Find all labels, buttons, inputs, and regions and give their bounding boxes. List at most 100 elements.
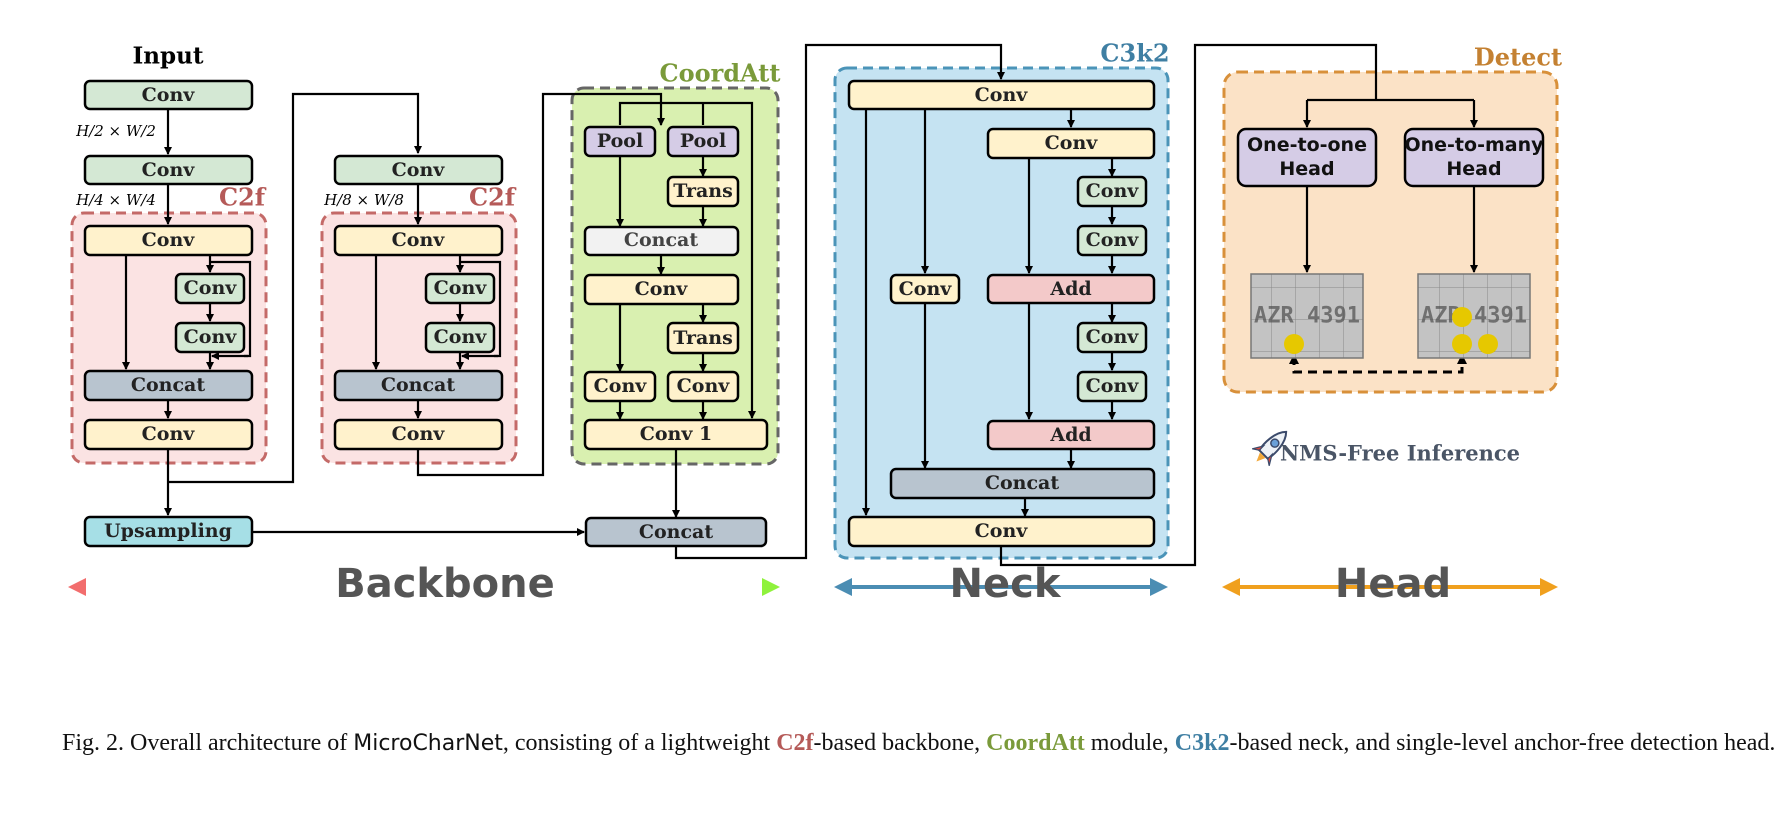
- c3k2-label: C3k2: [1100, 39, 1169, 68]
- conv-label: Conv: [975, 520, 1029, 542]
- one-to-many-head-line1: One-to-many: [1404, 134, 1544, 156]
- conv-block: [583, 273, 740, 306]
- figure-caption: Fig. 2. Overall architecture of MicroCha…: [62, 728, 1782, 759]
- one-to-many-head-line2: Head: [1446, 158, 1501, 180]
- add-label: Add: [1049, 278, 1091, 300]
- conv-label: Conv: [142, 229, 196, 251]
- caption-part1: , consisting of a lightweight: [502, 730, 777, 756]
- caption-c2f: C2f: [776, 730, 814, 756]
- conv-block: [424, 272, 496, 305]
- pool-label: Pool: [680, 130, 726, 152]
- concat-block: [584, 516, 768, 548]
- trans-label: Trans: [673, 180, 733, 202]
- plate-text: AZR 4391: [1421, 304, 1527, 329]
- resolution-h4: H/4 × W/4: [75, 191, 156, 209]
- conv-block: [666, 370, 740, 403]
- conv-block: [333, 154, 504, 186]
- conv-label: Conv: [392, 159, 446, 181]
- plate-image-one-to-many: AZR 4391: [1417, 273, 1531, 359]
- neck-label: Neck: [950, 561, 1062, 607]
- pool-block: [666, 125, 740, 158]
- concat-block: [333, 369, 504, 402]
- conv-label: Conv: [635, 278, 689, 300]
- conv-label: Conv: [142, 159, 196, 181]
- conv-label: Conv: [594, 375, 648, 397]
- conv-block: [333, 418, 504, 451]
- conv-label: Conv: [184, 326, 238, 348]
- rocket-icon: [1252, 430, 1288, 466]
- conv-label: Conv: [899, 278, 953, 300]
- trans-block: [666, 175, 740, 208]
- caption-part4: -based neck, and single-level anchor-fre…: [1229, 730, 1776, 756]
- detection-dot: [1284, 334, 1304, 354]
- upsampling-block: [83, 515, 254, 548]
- add-block: [986, 273, 1156, 305]
- conv-label: Conv: [142, 423, 196, 445]
- conv-block: [174, 321, 246, 354]
- concat-label: Concat: [985, 472, 1059, 494]
- one-to-one-head-line2: Head: [1279, 158, 1334, 180]
- conv-block: [333, 224, 504, 257]
- backbone-label: Backbone: [335, 561, 555, 607]
- add-label: Add: [1049, 424, 1091, 446]
- input-label: Input: [133, 43, 204, 70]
- concat-block: [83, 369, 254, 402]
- c2f-label-2: C2f: [469, 183, 517, 212]
- add-block: [986, 419, 1156, 451]
- trans-label: Trans: [673, 327, 733, 349]
- conv-label: Conv: [184, 277, 238, 299]
- conv-label: Conv: [142, 84, 196, 106]
- head-label: Head: [1335, 561, 1451, 607]
- concat-label: Concat: [624, 229, 698, 251]
- backbone-arrow: [68, 578, 780, 596]
- conv-label: Conv: [434, 277, 488, 299]
- conv-label: Conv: [975, 84, 1029, 106]
- detection-dot: [1452, 334, 1472, 354]
- conv-block: [847, 79, 1156, 111]
- conv-label: Conv: [1086, 180, 1140, 202]
- conv-block: [83, 418, 254, 451]
- concat-block: [583, 225, 740, 257]
- one-to-many-head: [1403, 127, 1545, 188]
- caption-c3k2: C3k2: [1174, 730, 1230, 756]
- concat-block: [889, 467, 1156, 500]
- detection-dot: [1452, 307, 1472, 327]
- conv-block: [986, 127, 1156, 160]
- resolution-h8: H/8 × W/8: [323, 191, 404, 209]
- plate-text: AZR 4391: [1254, 304, 1360, 329]
- conv-block: [1076, 370, 1148, 403]
- conv-block: [1076, 224, 1148, 257]
- conv-block: [889, 273, 961, 305]
- conv-block: [847, 515, 1156, 548]
- conv-label: Conv: [1086, 326, 1140, 348]
- nms-free-label: NMS-Free Inference: [1280, 441, 1520, 466]
- pool-label: Pool: [597, 130, 643, 152]
- caption-part3: module,: [1084, 730, 1175, 756]
- concat-label: Concat: [381, 374, 455, 396]
- conv-block: [424, 321, 496, 354]
- upsampling-label: Upsampling: [104, 520, 232, 542]
- conv-label: Conv: [434, 326, 488, 348]
- neck-arrow: [834, 578, 1168, 596]
- conv-block: [83, 224, 254, 257]
- caption-model-name: MicroCharNet: [353, 731, 503, 756]
- concat-label: Concat: [131, 374, 205, 396]
- conv-label: Conv: [392, 423, 446, 445]
- conv-block: [174, 272, 246, 305]
- coordatt-label: CoordAtt: [660, 59, 781, 88]
- conv-label: Conv: [1086, 229, 1140, 251]
- one-to-one-head: [1236, 127, 1378, 188]
- conv-label: Conv: [392, 229, 446, 251]
- conv-block: [83, 154, 254, 186]
- resolution-h2: H/2 × W/2: [75, 122, 156, 140]
- trans-block: [666, 321, 740, 355]
- conv1-label: Conv 1: [640, 423, 712, 445]
- conv-label: Conv: [1045, 132, 1099, 154]
- conv-label: Conv: [677, 375, 731, 397]
- connections: [122, 43, 1478, 567]
- detection-dot: [1478, 334, 1498, 354]
- caption-part2: -based backbone,: [813, 730, 987, 756]
- conv-block: [583, 370, 657, 403]
- concat-label: Concat: [639, 521, 713, 543]
